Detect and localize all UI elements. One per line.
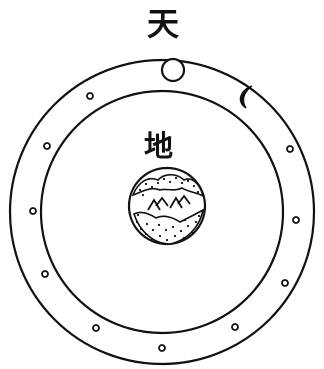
star-dot-icon [282, 280, 288, 286]
star-dot-icon [293, 217, 299, 223]
sun-icon [162, 59, 184, 81]
star-dot-icon [87, 93, 93, 99]
star-dot-icon [42, 271, 48, 277]
earth-label: 地 [144, 132, 173, 161]
star-dot-icon [44, 143, 50, 149]
star-dot-icon [30, 208, 36, 214]
earth-globe-icon [129, 168, 205, 244]
star-dot-icon [232, 324, 238, 330]
star-dot-icon [93, 325, 99, 331]
star-dot-icon [287, 146, 293, 152]
heaven-label: 天 [147, 8, 179, 40]
star-dot-icon [159, 345, 165, 351]
